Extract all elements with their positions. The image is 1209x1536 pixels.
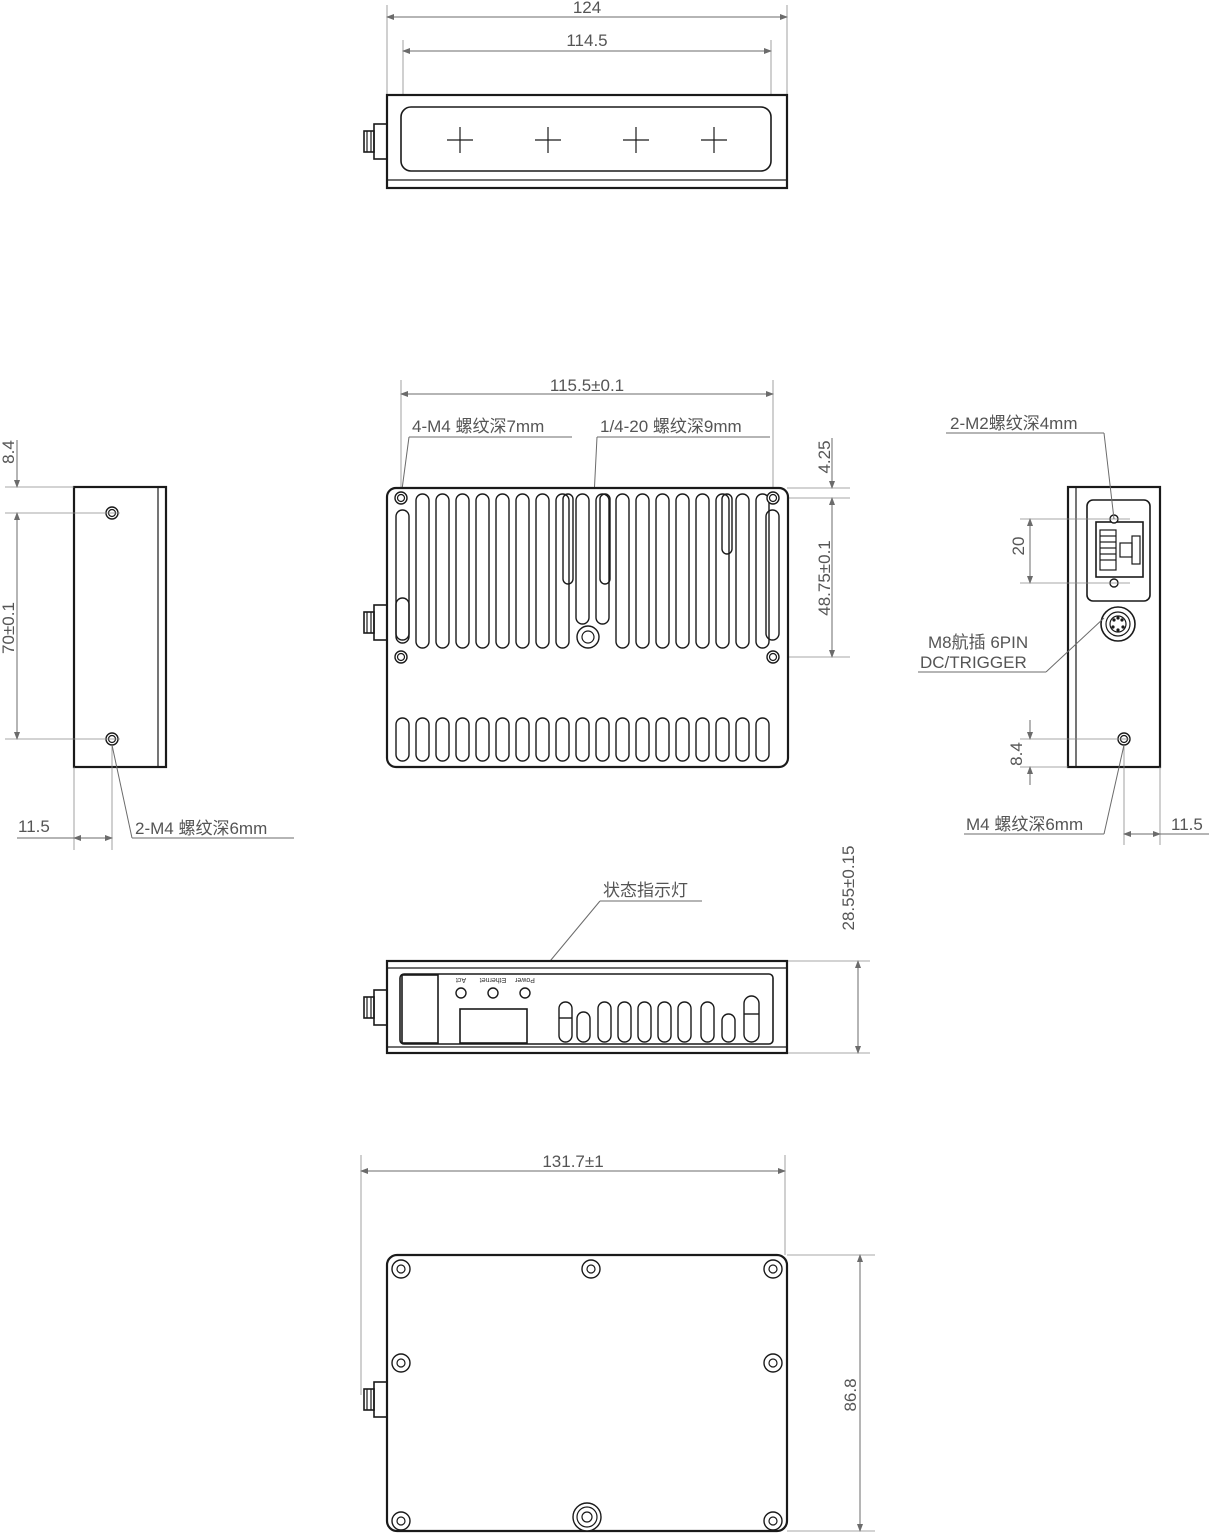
dim-left-top-offset: 8.4 (0, 440, 18, 464)
led-label-ethernet: Ethernet (480, 976, 507, 983)
dim-left-spacing: 70±0.1 (0, 602, 18, 654)
dim-left-bottom-offset: 11.5 (18, 817, 50, 836)
label-right-m8-line2: DC/TRIGGER (920, 653, 1027, 672)
dim-bottom-height: 86.8 (841, 1378, 860, 1411)
left-view: 8.4 70±0.1 11.5 2-M4 螺纹深6mm (0, 440, 294, 850)
ethernet-port-icon (1095, 521, 1144, 578)
dim-front-vertical-spacing: 48.75±0.1 (815, 540, 834, 616)
label-front-m4: 4-M4 螺纹深7mm (412, 417, 544, 436)
label-front-tripod: 1/4-20 螺纹深9mm (600, 417, 742, 436)
m8-connector-icon (1100, 606, 1136, 642)
label-right-m8-line1: M8航插 6PIN (928, 633, 1028, 652)
label-right-m4: M4 螺纹深6mm (966, 815, 1083, 834)
connector-icon (363, 123, 388, 160)
dim-side-height: 28.55±0.15 (839, 846, 858, 931)
led-label-power: Power (514, 976, 535, 983)
dim-right-connector-spacing: 20 (1009, 537, 1028, 556)
dim-front-vertical-top: 4.25 (815, 440, 834, 473)
connector-icon (363, 604, 388, 641)
dim-bottom-width: 131.7±1 (542, 1152, 603, 1171)
led-label-act: Act (456, 976, 466, 983)
top-view: 124 114.5 (363, 0, 789, 190)
right-view: 20 8.4 11.5 2-M2螺纹深4mm M8航插 6PIN DC/TRIG… (918, 414, 1209, 845)
dim-right-bottom-offset: 8.4 (1007, 742, 1026, 766)
dim-front-hole-spacing: 115.5±0.1 (550, 376, 624, 395)
dim-right-side-offset: 11.5 (1171, 815, 1203, 834)
upper-fins (395, 493, 780, 649)
side-fins (558, 995, 760, 1043)
dim-top-inner-width: 114.5 (566, 31, 607, 50)
lower-fins (395, 717, 770, 762)
status-leds: Act Ethernet Power (455, 976, 535, 999)
bottom-view: 131.7±1 86.8 (360, 1152, 875, 1533)
connector-icon (363, 989, 388, 1026)
cross-marks (447, 127, 727, 153)
label-status-led: 状态指示灯 (603, 881, 688, 900)
label-left-m4: 2-M4 螺纹深6mm (135, 819, 267, 838)
mounting-holes (394, 491, 780, 664)
side-status-view: 状态指示灯 28.55±0.15 Act Ethernet Power (363, 846, 870, 1055)
label-right-m2: 2-M2螺纹深4mm (950, 414, 1078, 433)
dim-top-width: 124 (573, 0, 601, 17)
bottom-screws (391, 1259, 783, 1532)
front-view: 115.5±0.1 4-M4 螺纹深7mm 1/4-20 螺纹深9mm 4.25… (363, 376, 850, 769)
connector-icon (363, 1381, 388, 1418)
